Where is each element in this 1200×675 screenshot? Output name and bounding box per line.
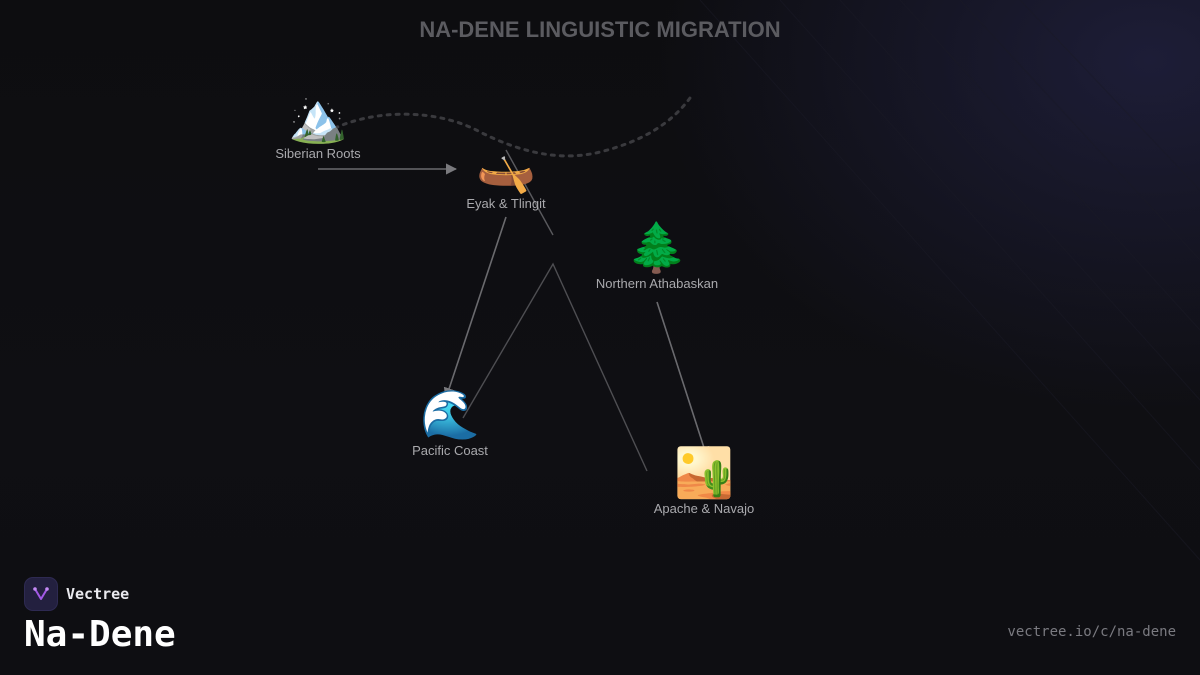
evergreen-tree-icon: 🌲: [627, 220, 687, 276]
brand-block: Vectree Na-Dene: [24, 577, 176, 655]
node-siberian-roots: 🏔️ Siberian Roots: [228, 90, 408, 161]
wave-icon: 🌊: [420, 387, 480, 443]
page-title: Na-Dene: [24, 614, 176, 655]
snow-mountain-icon: 🏔️: [288, 90, 348, 146]
node-eyak-tlingit: 🛶 Eyak & Tlingit: [416, 140, 596, 211]
edge-northern-to-apache: [656, 301, 710, 459]
node-apache-navajo: 🏜️ Apache & Navajo: [614, 445, 794, 516]
desert-icon: 🏜️: [674, 445, 734, 501]
node-label: Pacific Coast: [412, 443, 488, 458]
diagram-title: NA-DENE LINGUISTIC MIGRATION: [419, 17, 781, 42]
brand-name[interactable]: Vectree: [66, 585, 130, 603]
edge-fork-pacific-apache: [462, 262, 648, 472]
node-northern-athabaskan: 🌲 Northern Athabaskan: [567, 220, 747, 291]
edge-eyak-branch: [505, 149, 554, 236]
canoe-icon: 🛶: [476, 140, 536, 196]
node-label: Eyak & Tlingit: [466, 196, 546, 211]
page-url[interactable]: vectree.io/c/na-dene: [1007, 624, 1176, 640]
node-label: Apache & Navajo: [653, 501, 755, 516]
node-label: Siberian Roots: [275, 146, 361, 161]
fork-logo-icon: [33, 587, 49, 600]
node-label: Northern Athabaskan: [595, 276, 719, 291]
node-pacific-coast: 🌊 Pacific Coast: [360, 387, 540, 458]
vectree-logo-icon[interactable]: [24, 577, 58, 611]
dashed-migration-path: [333, 96, 692, 158]
brand-row: Vectree: [24, 577, 176, 611]
edge-eyak-to-pacific: [443, 216, 507, 400]
